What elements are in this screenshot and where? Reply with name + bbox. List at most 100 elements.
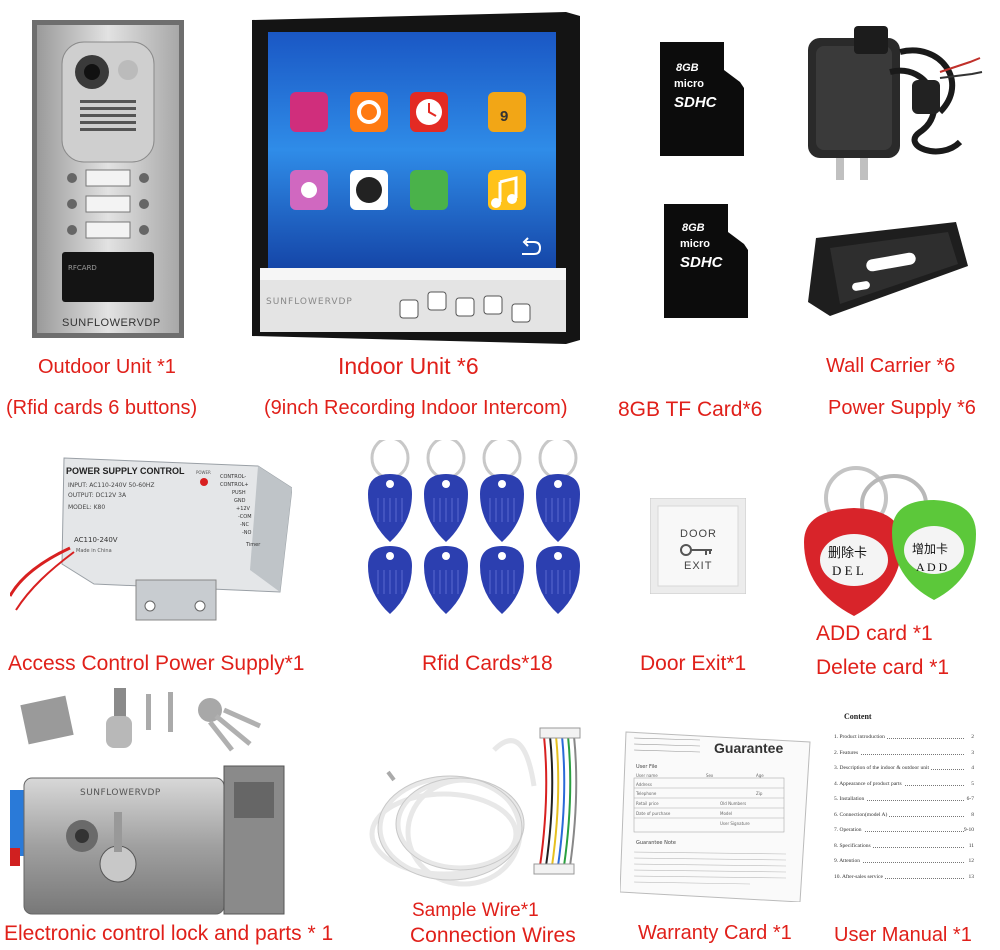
warranty-field-0: User name xyxy=(636,773,658,778)
psu-input: INPUT: AC110-240V 50-60HZ xyxy=(68,482,155,489)
rfid-fob xyxy=(536,546,580,614)
add-card-en: A D D xyxy=(916,560,948,574)
warranty-field-9: Model xyxy=(720,811,733,816)
manual-toc-label: 7. Operation xyxy=(834,827,864,833)
delete-card-caption: Delete card *1 xyxy=(816,656,950,679)
sd-card-bottom-image: 8GB micro SDHC xyxy=(664,204,748,318)
manual-toc-page: 2 xyxy=(971,734,974,740)
sd-card-top-image: 8GB micro SDHC xyxy=(660,42,744,156)
sd-bottom-micro: micro xyxy=(680,238,710,250)
manual-toc-row: 10. After-sales service 13 xyxy=(834,873,974,890)
del-card-cn: 删除卡 xyxy=(828,545,868,560)
manual-toc-page: 5 xyxy=(971,780,974,787)
warranty-field-6: Retail price xyxy=(636,801,659,806)
rfid-fob xyxy=(536,440,580,542)
warranty-title: Guarantee xyxy=(714,740,784,756)
rfid-fob xyxy=(424,546,468,614)
sd-top-sdhc: SDHC xyxy=(674,94,717,111)
lock-parts-image: SUNFLOWERVDP xyxy=(10,686,288,918)
rfid-fob xyxy=(424,440,468,542)
manual-toc-page: 4 xyxy=(971,765,974,771)
manual-title: Content xyxy=(844,712,872,721)
psu-terminal-0: CONTROL- xyxy=(220,474,247,480)
indoor-brand-label: SUNFLOWERVDP xyxy=(266,297,353,307)
manual-toc-label: 4. Appearance of product parts xyxy=(834,780,904,787)
psu-terminal-2: PUSH xyxy=(232,490,246,496)
manual-toc-label: 2. Features xyxy=(834,749,861,756)
warranty-card-image: Guarantee User File User name Sex Age Ad… xyxy=(620,728,812,902)
psu-terminal-3: GND xyxy=(234,498,246,504)
manual-toc: 1. Product introduction 2 2. Features 3 3. D… xyxy=(834,734,974,889)
outdoor-unit-subcaption: (Rfid cards 6 buttons) xyxy=(6,397,198,419)
calendar-day: 9 xyxy=(500,108,509,125)
manual-toc-row: 4. Appearance of product parts 5 xyxy=(834,780,974,797)
psu-model: MODEL: K80 xyxy=(68,504,106,511)
indoor-unit-subcaption: (9inch Recording Indoor Intercom) xyxy=(264,397,568,419)
manual-toc-label: 8. Specifications xyxy=(834,842,873,849)
warranty-note: Guarantee Note xyxy=(636,840,676,846)
access-power-caption: Access Control Power Supply*1 xyxy=(8,652,305,675)
wall-carrier-caption: Wall Carrier *6 xyxy=(826,355,956,377)
lock-caption: Electronic control lock and parts * 1 xyxy=(4,922,334,945)
rfid-fob xyxy=(368,440,412,542)
sd-bottom-sdhc: SDHC xyxy=(680,254,723,271)
door-word: DOOR xyxy=(680,528,717,540)
admin-cards-image: 删除卡 D E L 增加卡 A D D xyxy=(796,460,986,620)
manual-toc-page: 13 xyxy=(968,873,974,880)
lock-brand-label: SUNFLOWERVDP xyxy=(80,788,161,798)
manual-toc-label: 1. Product introduction xyxy=(834,734,887,740)
psu-power-led-label: POWER xyxy=(196,470,211,475)
psu-timer: Timer xyxy=(246,542,261,548)
manual-toc-page: 12 xyxy=(968,858,974,864)
warranty-field-4: Telephone xyxy=(636,791,657,796)
rfid-fob xyxy=(480,546,524,614)
rfid-cards-caption: Rfid Cards*18 xyxy=(422,652,553,675)
psu-voltage: AC110-240V xyxy=(74,536,118,544)
warranty-caption: Warranty Card *1 xyxy=(638,922,792,944)
connection-wires-image xyxy=(364,716,596,900)
psu-terminal-5: -COM xyxy=(238,514,252,520)
tf-card-caption: 8GB TF Card*6 xyxy=(618,398,763,421)
rfid-fob xyxy=(480,440,524,542)
manual-toc-label: 6. Connection(model A) xyxy=(834,811,890,818)
indoor-monitor-image: 9 SUNFLOWERVDP xyxy=(244,10,584,346)
manual-toc-label: 9. Attention xyxy=(834,858,862,864)
power-supply-caption: Power Supply *6 xyxy=(828,397,976,419)
rfid-fob xyxy=(368,546,412,614)
rfid-fobs-image xyxy=(360,440,600,640)
connection-wires-caption: Connection Wires xyxy=(410,924,576,947)
manual-toc-row: 1. Product introduction 2 xyxy=(834,734,974,750)
manual-caption: User Manual *1 xyxy=(834,924,972,946)
psu-title: POWER SUPPLY CONTROL xyxy=(66,466,185,476)
warranty-field-10: User Signature xyxy=(720,821,750,826)
del-card-en: D E L xyxy=(832,563,864,578)
indoor-unit-caption: Indoor Unit *6 xyxy=(338,353,479,379)
manual-toc-page: 8 xyxy=(971,811,974,818)
psu-terminal-7: -NO xyxy=(242,530,252,536)
warranty-field-2: Age xyxy=(756,773,764,778)
add-card-cn: 增加卡 xyxy=(912,542,949,556)
manual-toc-label: 10. After-sales service xyxy=(834,873,885,880)
outdoor-unit-caption: Outdoor Unit *1 xyxy=(38,356,176,378)
outdoor-unit-image: RFCARD SUNFLOWERVDP xyxy=(32,20,184,338)
warranty-section: User File xyxy=(636,764,658,770)
manual-toc-row: 3. Description of the indoor & outdoor u… xyxy=(834,765,974,781)
warranty-field-8: Date of purchase xyxy=(636,811,671,816)
manual-toc-row: 2. Features 3 xyxy=(834,749,974,766)
manual-toc-page: 11 xyxy=(968,842,974,849)
warranty-field-3: Address xyxy=(636,782,652,787)
manual-toc-page: 3 xyxy=(971,749,974,756)
sd-top-capacity: 8GB xyxy=(676,62,699,74)
psu-made: Made in China xyxy=(76,548,112,554)
psu-output: OUTPUT: DC12V 3A xyxy=(68,492,127,499)
manual-toc-page: 6-7 xyxy=(966,796,974,802)
psu-terminal-6: -NC xyxy=(240,522,250,528)
wall-carrier-image xyxy=(796,218,980,324)
manual-toc-label: 3. Description of the indoor & outdoor u… xyxy=(834,765,932,771)
exit-word: EXIT xyxy=(684,560,713,572)
warranty-field-5: Zip xyxy=(756,791,763,796)
manual-toc-row: 8. Specifications 11 xyxy=(834,842,974,859)
access-power-supply-image: POWER SUPPLY CONTROL INPUT: AC110-240V 5… xyxy=(10,452,292,624)
sample-wire-caption: Sample Wire*1 xyxy=(412,900,539,921)
